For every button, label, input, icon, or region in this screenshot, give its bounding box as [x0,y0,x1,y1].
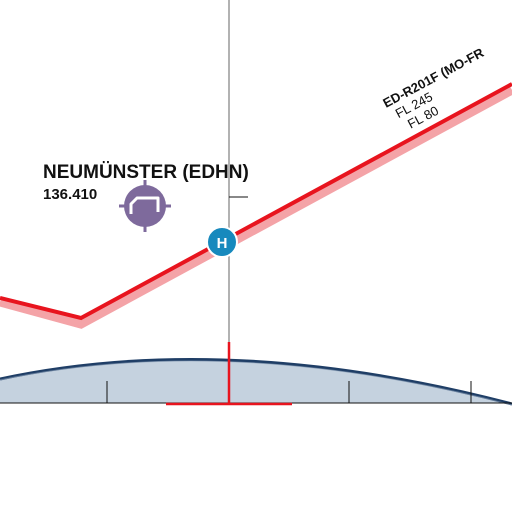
controlled-zone-band [0,359,512,404]
airport-symbol-icon[interactable] [119,180,171,232]
meridian [228,0,248,403]
restricted-area-buffer [0,86,512,329]
airport-frequency: 136.410 [43,186,97,203]
restricted-area-line [0,82,512,321]
heliport[interactable]: H [206,226,238,258]
airport-neumuenster[interactable]: NEUMÜNSTER (EDHN) 136.410 [43,162,249,232]
heliport-icon[interactable] [206,226,238,258]
controlled-zone [0,357,512,406]
reference-marker [166,342,292,406]
airport-name: NEUMÜNSTER (EDHN) [43,162,249,183]
heliport-label: H [217,235,228,252]
restricted-area-boundary[interactable] [0,82,512,329]
controlled-zone-border [0,357,512,406]
controlled-zone-border-light [0,360,512,406]
